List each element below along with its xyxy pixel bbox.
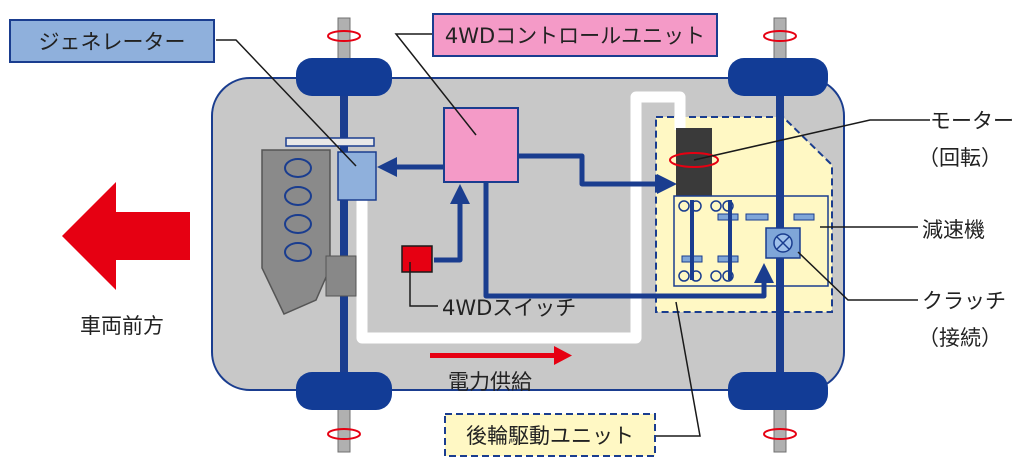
motor-sublabel: （回転） bbox=[918, 146, 1002, 170]
front-right-tire bbox=[296, 372, 392, 410]
power-wire bbox=[356, 91, 686, 344]
controller-label-box bbox=[432, 13, 718, 57]
signal-lines bbox=[377, 153, 774, 299]
generator-label-box bbox=[9, 19, 215, 63]
generator-label: ジェネレーター bbox=[38, 30, 186, 54]
leader-lines bbox=[216, 33, 930, 437]
motor-rotation-icon bbox=[669, 152, 719, 168]
4wd-control-unit bbox=[443, 107, 519, 183]
clutch-label: クラッチ bbox=[922, 289, 1006, 313]
rear-unit-label: 後輪駆動ユニット bbox=[466, 424, 634, 448]
motor-label: モーター bbox=[930, 109, 1014, 133]
reducer-label: 減速機 bbox=[922, 218, 985, 242]
clutch-sublabel: （接続） bbox=[918, 326, 1002, 350]
generator bbox=[337, 151, 377, 201]
controller-label: 4WDコントロールユニット bbox=[444, 24, 706, 48]
reducer bbox=[673, 195, 829, 287]
power-label: 電力供給 bbox=[448, 370, 532, 394]
front-axle bbox=[340, 70, 348, 388]
forward-arrow bbox=[62, 182, 190, 290]
front-label: 車両前方 bbox=[80, 314, 164, 338]
rear-unit-label-box bbox=[444, 413, 656, 457]
front-left-tire bbox=[296, 58, 392, 96]
power-arrow bbox=[430, 346, 572, 365]
rotation-icon bbox=[327, 30, 797, 440]
rear-left-tire bbox=[728, 58, 828, 96]
clutch bbox=[765, 227, 801, 259]
switch-label: 4WDスイッチ bbox=[442, 296, 577, 320]
4wd-switch bbox=[401, 245, 433, 273]
rear-right-tire bbox=[728, 372, 828, 410]
engine bbox=[261, 137, 375, 315]
motor bbox=[676, 128, 712, 196]
